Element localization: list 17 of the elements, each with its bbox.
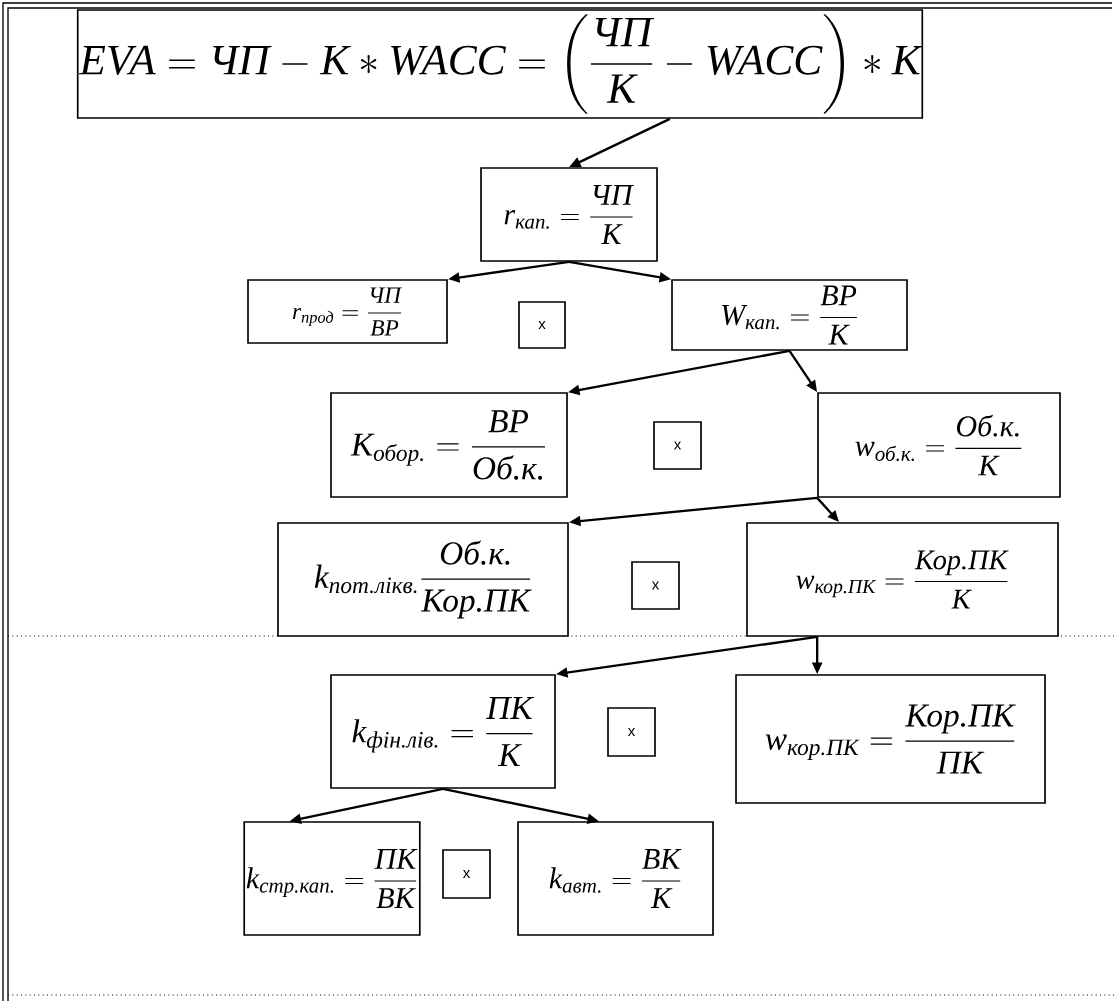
formula-box: $\textit{k}_{\textit{пот.лікв.}}\frac{\textit{Об.к.}}{\textit{Кор.ПК}}$: [277, 522, 569, 637]
formula-box: $\textit{r}_{\textit{кап.}}=\frac{\textit{ЧП}}{\textit{К}}$: [480, 167, 658, 262]
formula-box: $\textit{К}_{\textit{обор.}}=\frac{\textit{ВР}}{\textit{Об.к.}}$: [330, 392, 568, 498]
multiply-box: x: [518, 301, 566, 349]
formula-box: $\textit{w}_{\textit{кор.ПК}}=\frac{\textit{Кор.ПК}}{\textit{ПК}}$: [735, 674, 1046, 804]
multiply-box: x: [631, 561, 680, 610]
formula-box: $\textit{w}_{\textit{кор.ПК}}=\frac{\textit{Кор.ПК}}{\textit{К}}$: [746, 522, 1059, 637]
formula-box: $\textit{w}_{\textit{об.к.}}=\frac{\textit{Об.к.}}{\textit{К}}$: [817, 392, 1061, 498]
multiply-box: x: [607, 707, 656, 757]
formula-box: $\textit{k}_{\textit{авт.}}=\frac{\textit{ВК}}{\textit{К}}$: [517, 821, 714, 936]
multiply-box: x: [442, 849, 491, 899]
formula-box: $\textit{W}_{\textit{кап.}}=\frac{\textit{ВР}}{\textit{К}}$: [671, 279, 908, 351]
multiply-box: x: [653, 421, 702, 470]
formula-box: $\textit{r}_{\textit{прод}}=\frac{\textit{ЧП}}{\textit{ВР}}$: [247, 279, 448, 344]
formula-box: $\textit{EVA}=\textit{ЧП}-\textit{К}*\textit{WACC}=\left(\frac{\textit{ЧП}}{\textit{К}}-\textit{WACC}\right)*\textit{К}$: [76, 9, 924, 119]
formula-box: $\textit{k}_{\textit{фін.лів.}}=\frac{\textit{ПК}}{\textit{К}}$: [330, 674, 556, 789]
formula-box: $\textit{k}_{\textit{стр.кап.}}=\frac{\textit{ПК}}{\textit{ВК}}$: [243, 821, 421, 936]
